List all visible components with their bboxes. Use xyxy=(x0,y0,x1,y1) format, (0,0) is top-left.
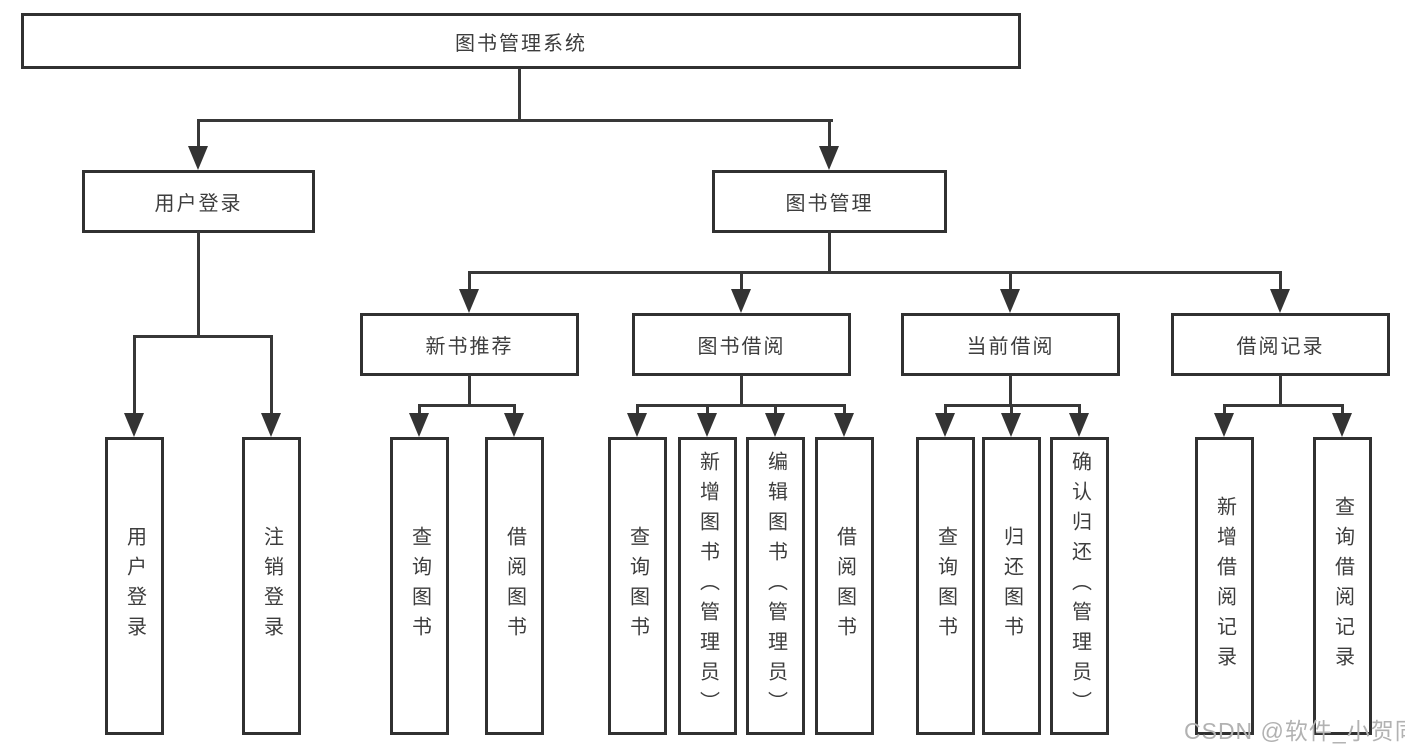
connector-line xyxy=(774,404,777,418)
leaf-label: 注销登录 xyxy=(260,526,283,646)
leaf-label: 查询图书 xyxy=(934,526,957,646)
leaf-query-borrow-record: 查询借阅记录 xyxy=(1313,437,1372,735)
connector-line xyxy=(468,375,471,407)
arrowhead-down-icon xyxy=(459,289,479,313)
arrowhead-down-icon xyxy=(935,413,955,437)
connector-line xyxy=(636,404,846,407)
arrowhead-down-icon xyxy=(124,413,144,437)
connector-line xyxy=(828,119,831,151)
leaf-logout: 注销登录 xyxy=(242,437,301,735)
node-new-book-recommend: 新书推荐 xyxy=(360,313,579,376)
arrowhead-down-icon xyxy=(731,289,751,313)
leaf-label: 新增图书（管理员） xyxy=(696,451,719,721)
connector-line xyxy=(1341,404,1344,418)
connector-line xyxy=(197,119,200,151)
leaf-label: 借阅图书 xyxy=(833,526,856,646)
connector-line xyxy=(740,271,743,293)
connector-line xyxy=(706,404,709,418)
leaf-borrow-books: 借阅图书 xyxy=(815,437,874,735)
arrowhead-down-icon xyxy=(1214,413,1234,437)
connector-line xyxy=(1009,375,1012,407)
leaf-label: 新增借阅记录 xyxy=(1213,496,1236,676)
node-book-borrow: 图书借阅 xyxy=(632,313,851,376)
arrowhead-down-icon xyxy=(627,413,647,437)
connector-line xyxy=(418,404,516,407)
leaf-borrow-books: 借阅图书 xyxy=(485,437,544,735)
connector-line xyxy=(1078,404,1081,418)
arrowhead-down-icon xyxy=(819,146,839,170)
arrowhead-down-icon xyxy=(188,146,208,170)
connector-line xyxy=(843,404,846,418)
node-current-borrow: 当前借阅 xyxy=(901,313,1120,376)
connector-line xyxy=(1223,404,1344,407)
leaf-query-books: 查询图书 xyxy=(916,437,975,735)
leaf-return-books: 归还图书 xyxy=(982,437,1041,735)
leaf-edit-books-admin: 编辑图书（管理员） xyxy=(746,437,805,735)
connector-line xyxy=(133,335,273,338)
connector-line xyxy=(1279,271,1282,293)
connector-line xyxy=(468,271,1282,274)
arrowhead-down-icon xyxy=(765,413,785,437)
connector-line xyxy=(513,404,516,418)
leaf-label: 查询借阅记录 xyxy=(1331,496,1354,676)
arrowhead-down-icon xyxy=(1270,289,1290,313)
connector-line xyxy=(1279,375,1282,407)
csdn-watermark: CSDN @软件_小贺同学 xyxy=(1184,718,1405,744)
connector-line xyxy=(1009,271,1012,293)
arrowhead-down-icon xyxy=(834,413,854,437)
leaf-label: 查询图书 xyxy=(408,526,431,646)
connector-line xyxy=(944,404,947,418)
connector-line xyxy=(828,231,831,274)
connector-line xyxy=(197,231,200,338)
arrowhead-down-icon xyxy=(1001,413,1021,437)
connector-line xyxy=(197,119,833,122)
connector-line xyxy=(133,335,136,417)
leaf-label: 查询图书 xyxy=(626,526,649,646)
leaf-label: 用户登录 xyxy=(123,526,146,646)
leaf-add-borrow-record: 新增借阅记录 xyxy=(1195,437,1254,735)
arrowhead-down-icon xyxy=(1069,413,1089,437)
arrowhead-down-icon xyxy=(1332,413,1352,437)
node-book-management: 图书管理 xyxy=(712,170,947,233)
connector-line xyxy=(740,375,743,407)
connector-line xyxy=(1010,404,1013,418)
leaf-user-login: 用户登录 xyxy=(105,437,164,735)
leaf-add-books-admin: 新增图书（管理员） xyxy=(678,437,737,735)
leaf-query-books: 查询图书 xyxy=(390,437,449,735)
leaf-label: 确认归还（管理员） xyxy=(1068,451,1091,721)
connector-line xyxy=(518,68,521,121)
arrowhead-down-icon xyxy=(409,413,429,437)
node-borrow-records: 借阅记录 xyxy=(1171,313,1390,376)
leaf-confirm-return-admin: 确认归还（管理员） xyxy=(1050,437,1109,735)
arrowhead-down-icon xyxy=(261,413,281,437)
node-library-system: 图书管理系统 xyxy=(21,13,1021,69)
leaf-label: 借阅图书 xyxy=(503,526,526,646)
connector-line xyxy=(418,404,421,418)
connector-line xyxy=(636,404,639,418)
leaf-label: 归还图书 xyxy=(1000,526,1023,646)
connector-line xyxy=(1223,404,1226,418)
connector-line xyxy=(270,335,273,417)
arrowhead-down-icon xyxy=(697,413,717,437)
arrowhead-down-icon xyxy=(1000,289,1020,313)
connector-line xyxy=(468,271,471,293)
arrowhead-down-icon xyxy=(504,413,524,437)
leaf-query-books: 查询图书 xyxy=(608,437,667,735)
leaf-label: 编辑图书（管理员） xyxy=(764,451,787,721)
node-user-login: 用户登录 xyxy=(82,170,315,233)
